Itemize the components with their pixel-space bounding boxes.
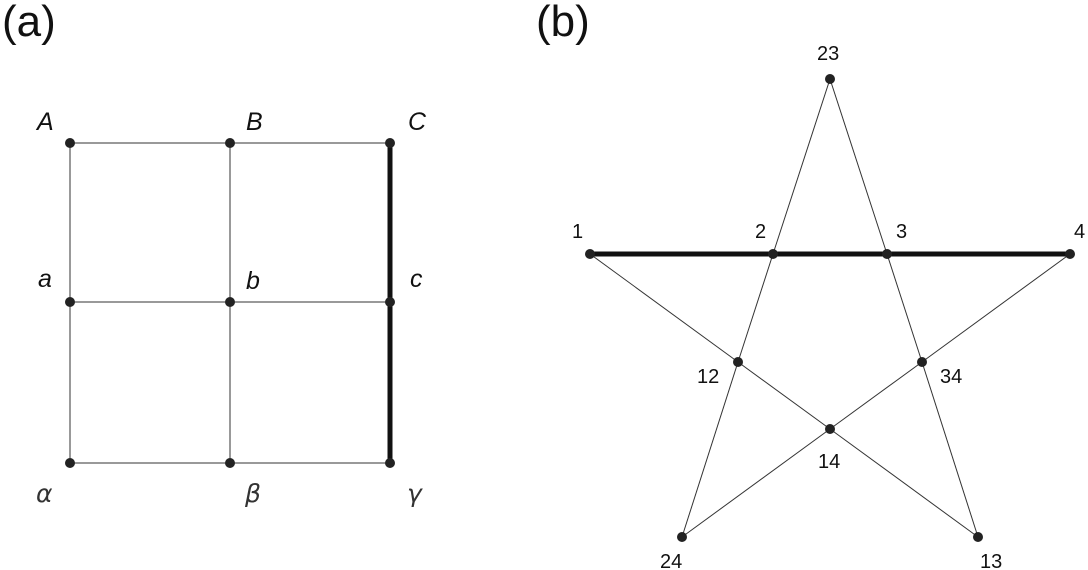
panel-a-label: (a): [2, 0, 56, 46]
panel-a-node-b: [225, 297, 235, 307]
panel-b-node-n34: [917, 357, 927, 367]
panel-a-node-label-B: B: [246, 108, 263, 136]
panel-b-node-n13: [973, 532, 983, 542]
panel-b-edge-n23-n2: [772, 78, 831, 255]
panel-b-edge-n14-n24: [681, 428, 831, 538]
panel-b-edge-n14-n13: [829, 428, 979, 538]
panel-b-label: (b): [536, 0, 590, 46]
panel-b-edge-n4-n34: [921, 253, 1071, 363]
panel-b-node-label-n12: 12: [697, 366, 719, 388]
panel-a-node-C: [385, 138, 395, 148]
panel-b-node-n1: [585, 249, 595, 259]
panel-b-edge-n34-n14: [829, 361, 923, 430]
panel-a-edges: [69, 142, 393, 464]
panel-a-grid-graph: A B Ca b c α β γ (a): [2, 0, 427, 508]
panel-b-node-label-n4: 4: [1074, 221, 1085, 243]
panel-b-nodes: [585, 74, 1075, 542]
panel-b-node-n4: [1065, 249, 1075, 259]
panel-b-node-n2: [768, 249, 778, 259]
panel-a-node-label-gamma: γ: [407, 479, 423, 508]
panel-a-node-label-c: c: [410, 265, 423, 293]
panel-a-node-label-C: C: [408, 108, 427, 136]
panel-b-edge-n1-n12: [589, 253, 739, 363]
panel-a-node-label-A: A: [35, 108, 54, 136]
panel-a-node-c: [385, 297, 395, 307]
panel-b-node-n14: [825, 424, 835, 434]
panel-b-edge-n12-n14: [737, 361, 831, 430]
panel-b-node-label-n24: 24: [660, 551, 682, 570]
panel-b-node-label-n14: 14: [818, 451, 840, 473]
panel-a-node-B: [225, 138, 235, 148]
panel-b-node-label-n23: 23: [817, 43, 839, 65]
panel-b-edge-n34-n13: [921, 361, 979, 538]
panel-b-node-label-n2: 2: [755, 221, 766, 243]
panel-b-node-label-n1: 1: [572, 221, 583, 243]
panel-b-node-label-n13: 13: [980, 551, 1002, 570]
panel-a-node-labels: A B Ca b c α β γ: [35, 108, 427, 508]
panel-a-node-label-beta: β: [244, 479, 261, 508]
panel-b-node-label-n3: 3: [896, 221, 907, 243]
panel-b-edge-n2-n12: [737, 253, 774, 363]
panel-b-edge-n12-n24: [681, 361, 739, 538]
panel-b-edges: [589, 78, 1071, 538]
panel-a-node-A: [65, 138, 75, 148]
panel-a-node-alpha: [65, 458, 75, 468]
panel-a-node-label-a: a: [38, 265, 52, 293]
panel-b-node-n23: [825, 74, 835, 84]
panel-b-node-label-n34: 34: [940, 366, 962, 388]
panel-b-edge-n23-n3: [829, 78, 888, 255]
panel-a-node-beta: [225, 458, 235, 468]
panel-b-node-n24: [677, 532, 687, 542]
panel-b-node-n12: [733, 357, 743, 367]
panel-a-node-label-alpha: α: [36, 479, 53, 508]
panel-b-node-n3: [882, 249, 892, 259]
panel-a-nodes: [65, 138, 395, 468]
panel-a-node-a: [65, 297, 75, 307]
panel-b-edge-n3-n34: [886, 253, 923, 363]
panel-a-node-label-b: b: [246, 267, 260, 295]
panel-a-node-gamma: [385, 458, 395, 468]
